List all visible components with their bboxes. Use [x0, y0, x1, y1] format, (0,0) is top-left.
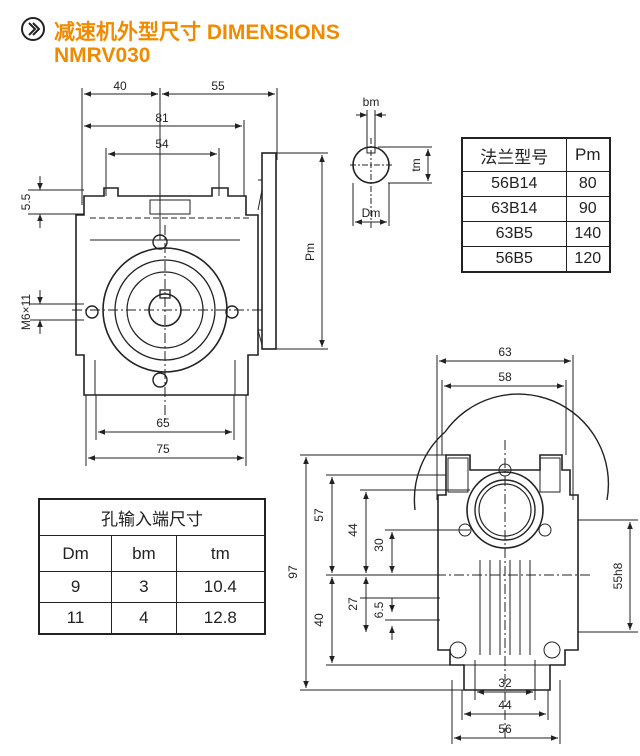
table-cell: 10.4: [175, 571, 266, 603]
table-title: 孔输入端尺寸: [38, 498, 266, 536]
table-row: 63B14 90: [461, 196, 611, 222]
table-header: Dm: [38, 535, 113, 572]
dim-65: 65: [156, 416, 170, 430]
dim-30: 30: [372, 538, 386, 552]
table-row: 9 3 10.4: [38, 571, 266, 603]
table-cell: 80: [565, 171, 611, 197]
model-name: NMRV030: [54, 44, 151, 67]
table-cell: 56B14: [461, 171, 567, 197]
dim-dm: Dm: [362, 206, 381, 220]
dim-pm: Pm: [303, 243, 317, 261]
table-cell: 90: [565, 196, 611, 222]
table-header: 法兰型号: [461, 137, 567, 172]
page-title: 减速机外型尺寸 DIMENSIONS: [54, 21, 340, 44]
table-header: Pm: [565, 137, 611, 172]
table-title-row: 孔输入端尺寸: [38, 498, 266, 536]
table-cell: 120: [565, 246, 611, 273]
dim-40: 40: [113, 79, 127, 93]
table-cell: 4: [111, 602, 177, 635]
dim-58: 58: [498, 370, 512, 384]
table-cell: 56B5: [461, 246, 567, 273]
dim-5-5: 5.5: [19, 193, 33, 210]
dim-55h8: 55h8: [611, 562, 625, 589]
table-cell: 140: [565, 221, 611, 247]
dim-40-vertical: 40: [312, 613, 326, 627]
table-header-row: 法兰型号 Pm: [461, 137, 611, 172]
dim-m6x11: M6×11: [19, 294, 33, 330]
table-header: bm: [111, 535, 177, 572]
table-row: 56B14 80: [461, 171, 611, 197]
dim-44-horizontal: 44: [498, 698, 512, 712]
dim-54: 54: [155, 137, 169, 151]
dim-63: 63: [498, 345, 512, 359]
table-row: 63B5 140: [461, 221, 611, 247]
dim-6-5: 6.5: [372, 601, 386, 618]
dim-32: 32: [498, 676, 512, 690]
shaft-detail: [350, 110, 432, 230]
dim-bm: bm: [363, 95, 380, 109]
dim-27: 27: [346, 597, 360, 611]
dim-57: 57: [312, 508, 326, 522]
dim-97: 97: [286, 565, 300, 579]
table-cell: 9: [38, 571, 113, 603]
dim-55: 55: [211, 79, 225, 93]
table-cell: 12.8: [175, 602, 266, 635]
table-header: tm: [175, 535, 266, 572]
circled-arrow-icon: [21, 17, 45, 41]
table-header-row: Dm bm tm: [38, 535, 266, 572]
flange-table: 法兰型号 Pm 56B14 80 63B14 90 63B5 140 56B5 …: [461, 137, 611, 273]
table-row: 11 4 12.8: [38, 602, 266, 635]
dim-tm: tm: [409, 158, 423, 171]
bore-table: 孔输入端尺寸 Dm bm tm 9 3 10.4 11 4 12.8: [38, 498, 266, 635]
table-row: 56B5 120: [461, 246, 611, 273]
dim-75: 75: [156, 442, 170, 456]
dim-81: 81: [155, 111, 169, 125]
dim-56: 56: [498, 722, 512, 736]
table-cell: 11: [38, 602, 113, 635]
side-view: [28, 88, 328, 466]
dim-44-vertical: 44: [346, 523, 360, 537]
table-cell: 3: [111, 571, 177, 603]
table-cell: 63B14: [461, 196, 567, 222]
front-view: [300, 355, 638, 744]
table-cell: 63B5: [461, 221, 567, 247]
